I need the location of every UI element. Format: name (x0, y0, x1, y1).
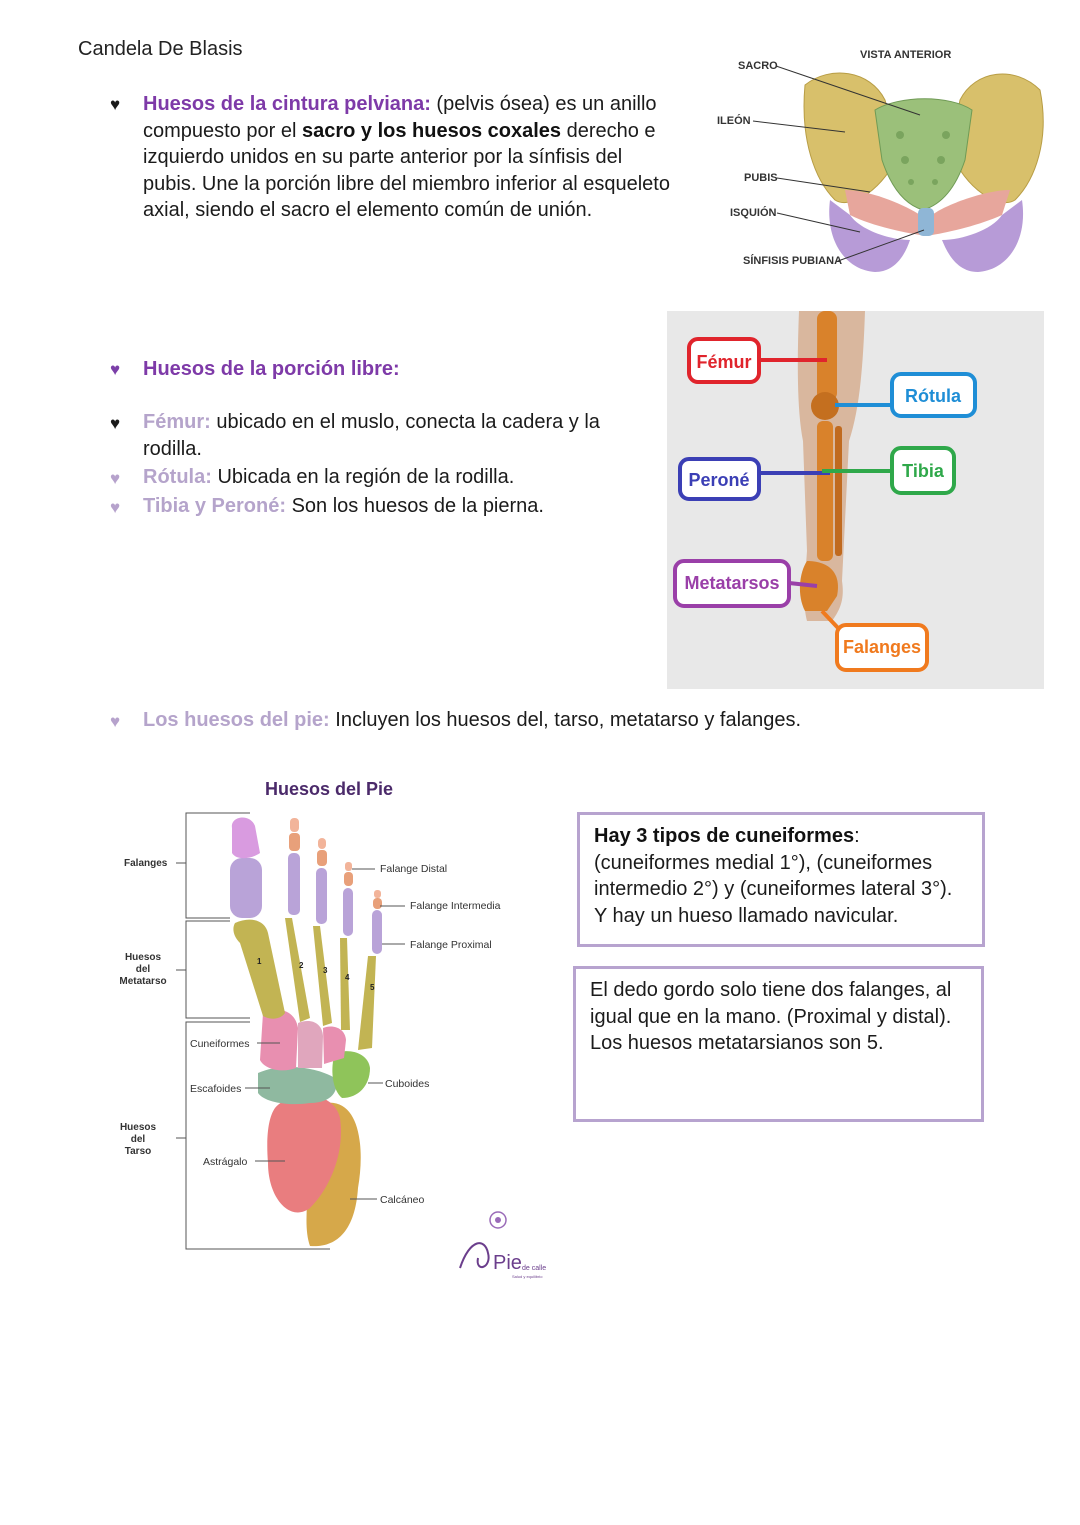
metatarsal-number: 5 (370, 983, 375, 992)
metatarsal-number: 3 (323, 966, 328, 975)
svg-text:Metatarso: Metatarso (119, 976, 166, 987)
pubis-shape (845, 190, 920, 235)
cuneiformes-info-box: Hay 3 tipos de cuneiformes: (cuneiformes… (577, 812, 985, 947)
group-label-metatarso: Huesos (125, 952, 162, 963)
author-name: Candela De Blasis (78, 38, 243, 60)
group-label-falanges: Falanges (124, 858, 168, 869)
leg-label-femur: Fémur (696, 352, 751, 372)
label-cuneiformes: Cuneiformes (190, 1038, 250, 1050)
pubis-shape-right (932, 190, 1010, 235)
femur-paragraph: Fémur: ubicado en el muslo, conecta la c… (143, 411, 600, 460)
label-falange-intermedia: Falange Intermedia (410, 900, 501, 912)
label-sinfisis: SÍNFISIS PUBIANA (743, 254, 842, 267)
falanges-info-box: El dedo gordo solo tiene dos falanges, a… (573, 966, 984, 1122)
label-sacro: SACRO (738, 60, 778, 72)
svg-text:Tarso: Tarso (125, 1146, 152, 1157)
metatarso-5-shape (358, 956, 376, 1050)
ileon-right-shape (949, 73, 1044, 204)
cuboides-shape (332, 1051, 370, 1098)
logo-tag: Salud y equilibrio (512, 1274, 543, 1279)
bullet-heart-icon: ♥ (110, 469, 121, 488)
pelvis-heading: Huesos de la cintura pelviana: (143, 93, 431, 115)
metatarso-4-shape (340, 938, 350, 1030)
sacro-shape (874, 98, 973, 211)
foot-figure-title: Huesos del Pie (265, 779, 393, 799)
label-ileon: ILEÓN (717, 114, 751, 127)
falange-proximal-hallux (230, 858, 262, 918)
leg-label-falanges: Falanges (843, 637, 921, 657)
label-cuboides: Cuboides (385, 1078, 429, 1090)
label-astragalo: Astrágalo (203, 1156, 248, 1168)
falange-distal-hallux (231, 817, 260, 859)
leg-figure: Fémur Rótula Peroné Tibia Metatarsos Fal… (667, 311, 1044, 689)
pelvis-paragraph: Huesos de la cintura pelviana: (pelvis ó… (143, 93, 670, 221)
tibia-paragraph: Tibia y Peroné: Son los huesos de la pie… (143, 495, 544, 517)
leg-label-tibia: Tibia (902, 461, 945, 481)
escafoides-shape (258, 1066, 337, 1105)
label-calcaneo: Calcáneo (380, 1194, 425, 1206)
free-portion-heading: Huesos de la porción libre: (143, 358, 400, 380)
metatarso-3-shape (313, 926, 332, 1026)
leg-label-rotula: Rótula (905, 386, 962, 406)
bullet-heart-icon: ♥ (110, 95, 121, 114)
bullet-heart-icon: ♥ (110, 360, 121, 379)
foot-figure: Huesos del Pie Falanges Huesos del Metat… (119, 779, 546, 1279)
metatarsal-number: 1 (257, 957, 262, 966)
bullet-heart-icon: ♥ (110, 498, 121, 517)
sinfisis-shape (918, 208, 934, 236)
label-pubis: PUBIS (744, 172, 778, 184)
metatarso-2-shape (285, 918, 310, 1022)
bullet-heart-icon: ♥ (110, 414, 121, 433)
astragalo-shape (267, 1094, 341, 1213)
pelvis-figure: VISTA ANTERIOR SACRO ILEÓN PUBIS ISQUIÓN… (717, 49, 1044, 272)
foot-paragraph: Los huesos del pie: Incluyen los huesos … (143, 709, 802, 731)
isquion-shape-right (942, 200, 1024, 272)
label-falange-distal: Falange Distal (380, 863, 447, 875)
svg-text:del: del (131, 1134, 146, 1145)
leg-label-metatarsos: Metatarsos (684, 573, 779, 593)
logo-sub: de calle (522, 1265, 546, 1272)
rotula-paragraph: Rótula: Ubicada en la región de la rodil… (143, 466, 515, 488)
group-label-tarso: Huesos (120, 1122, 157, 1133)
cuneiforme-shape (260, 1009, 298, 1071)
leg-label-perone: Peroné (688, 470, 749, 490)
label-isquion: ISQUIÓN (730, 206, 777, 219)
svg-text:del: del (136, 964, 151, 975)
label-falange-proximal: Falange Proximal (410, 939, 492, 951)
bullet-heart-icon: ♥ (110, 712, 121, 731)
logo-main: Pie (493, 1252, 522, 1274)
metatarso-1-shape (233, 919, 285, 1019)
metatarsal-number: 2 (299, 961, 304, 970)
label-escafoides: Escafoides (190, 1083, 241, 1095)
isquion-shape (829, 200, 910, 272)
metatarsal-number: 4 (345, 973, 350, 982)
pie-de-calle-logo: Pie de calle Salud y equilibrio (459, 1211, 546, 1279)
pelvis-view-label: VISTA ANTERIOR (860, 49, 951, 61)
